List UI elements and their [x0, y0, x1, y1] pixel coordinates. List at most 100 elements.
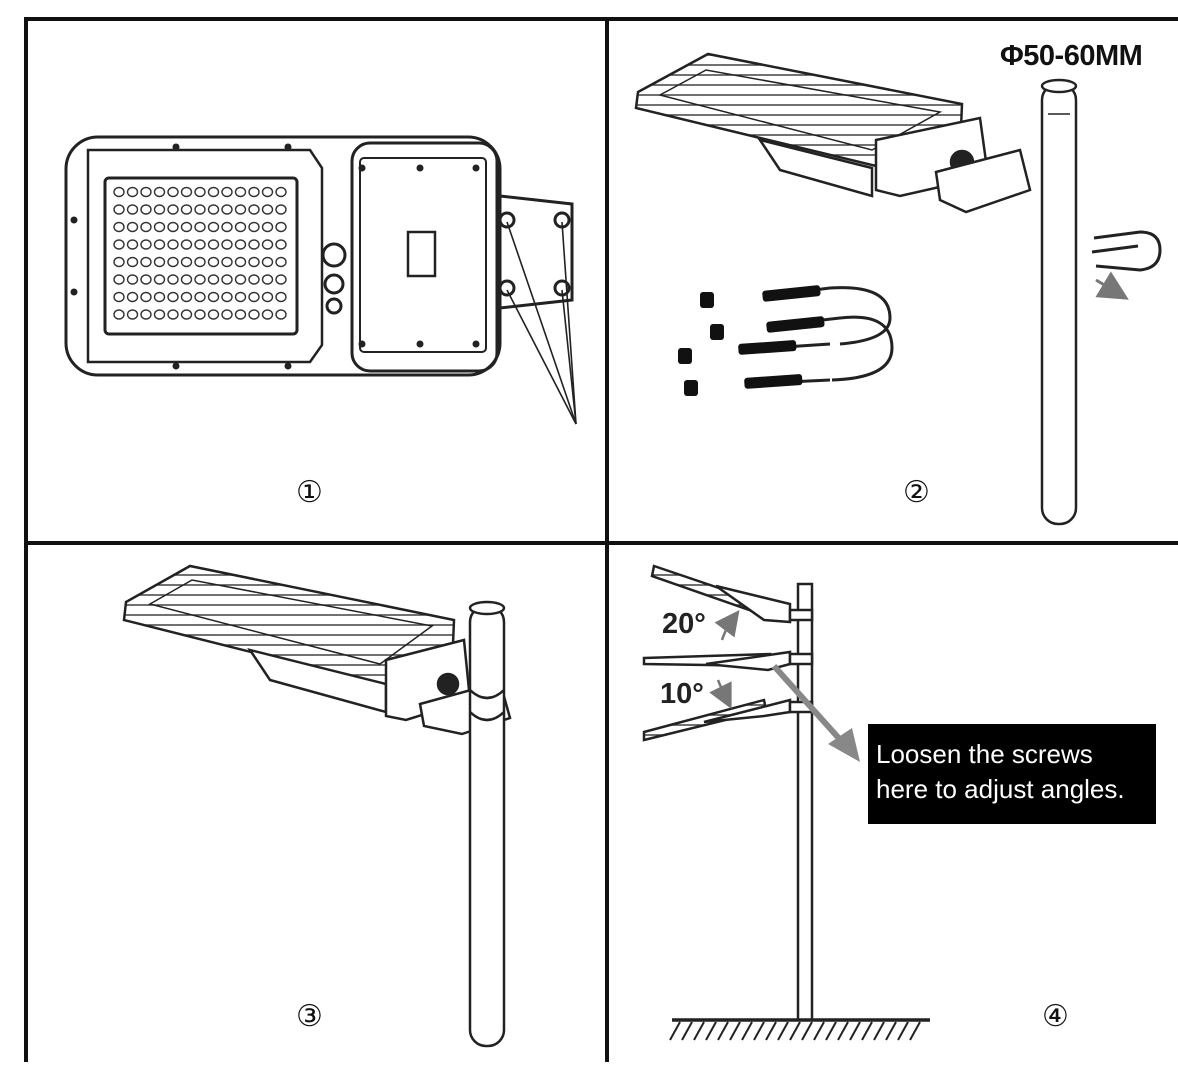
led-cell	[153, 309, 166, 320]
led-cell	[126, 239, 139, 250]
ground-hatch	[681, 1021, 693, 1041]
ground-hatch	[897, 1021, 909, 1041]
led-cell	[140, 256, 152, 268]
instruction-box: Loosen the screws here to adjust angles.	[868, 724, 1156, 824]
ground-hatch	[873, 1021, 885, 1041]
lamp-back-view	[64, 135, 577, 425]
ground-hatch	[849, 1021, 861, 1041]
led-cell	[234, 256, 247, 268]
led-cell	[207, 186, 220, 198]
led-cell	[275, 186, 287, 198]
led-cell	[140, 204, 152, 215]
panel-grid	[24, 17, 1178, 1062]
led-cell	[221, 309, 233, 320]
step-1-label: ①	[296, 475, 323, 510]
led-cell	[194, 186, 206, 198]
led-cell	[248, 256, 260, 268]
led-cell	[234, 309, 247, 320]
step-3-label: ③	[296, 999, 323, 1034]
led-cell	[167, 274, 179, 285]
led-cell	[248, 221, 260, 233]
ground-hatch	[789, 1021, 801, 1041]
ground-hatch	[825, 1021, 837, 1041]
led-cell	[153, 186, 166, 198]
led-cell	[221, 186, 233, 198]
ground-hatch	[729, 1021, 741, 1041]
ground-hatch	[705, 1021, 717, 1041]
screw-dot	[358, 340, 366, 348]
bolt-mini-inset	[1091, 230, 1162, 300]
led-cell	[194, 221, 206, 233]
led-cell	[261, 274, 274, 285]
led-cell	[234, 221, 247, 233]
led-cell	[261, 221, 274, 233]
led-cell	[126, 256, 139, 268]
angle-up-label: 20°	[662, 608, 706, 640]
led-cell	[180, 309, 193, 320]
led-cell	[153, 291, 166, 303]
led-cell	[153, 204, 166, 215]
lamp-angle-down	[642, 698, 814, 742]
led-cell	[234, 274, 247, 285]
ground-hatch	[837, 1021, 849, 1041]
led-cell	[126, 221, 139, 233]
led-cell	[167, 186, 179, 198]
instruction-line-1: Loosen the screws	[876, 739, 1093, 769]
u-bolts	[739, 286, 894, 386]
led-cell	[207, 204, 220, 215]
nuts	[678, 292, 724, 396]
ground-hatch	[693, 1021, 705, 1041]
led-cell	[140, 291, 152, 303]
led-cell	[248, 274, 260, 285]
bolt-sleeves	[738, 285, 825, 389]
instruction-line-2: here to adjust angles.	[876, 774, 1125, 804]
led-cell	[221, 239, 233, 250]
led-cell	[140, 309, 152, 320]
ground-hatch	[801, 1021, 813, 1041]
ground-hatch	[669, 1021, 681, 1041]
lamp-perspective-2	[634, 52, 1032, 214]
screw-dot	[284, 362, 292, 370]
led-cell	[194, 291, 206, 303]
led-cell	[126, 186, 139, 198]
led-cell	[207, 221, 220, 233]
led-cell	[207, 309, 220, 320]
led-cell	[275, 221, 287, 233]
led-cell	[248, 239, 260, 250]
led-cell	[140, 239, 152, 250]
ground-hatch	[885, 1021, 897, 1041]
led-cell	[153, 239, 166, 250]
led-cell	[194, 256, 206, 268]
led-cell	[275, 239, 287, 250]
led-cell	[221, 221, 233, 233]
led-cell	[126, 309, 139, 320]
led-cell	[275, 204, 287, 215]
led-cell	[207, 274, 220, 285]
led-cell	[261, 204, 274, 215]
lamp-mounted	[122, 564, 512, 736]
screw-dot	[416, 340, 424, 348]
led-cell	[194, 239, 206, 250]
led-cell	[167, 221, 179, 233]
ground-hatch	[777, 1021, 789, 1041]
led-cell	[248, 309, 260, 320]
led-cell	[248, 291, 260, 303]
ground-hatch	[717, 1021, 729, 1041]
screw-dot	[70, 288, 78, 296]
screw-dot	[416, 164, 424, 172]
step-2-label: ②	[903, 475, 930, 510]
led-cell	[234, 186, 247, 198]
led-cell	[167, 309, 179, 320]
screw-dot	[358, 164, 366, 172]
led-cell	[194, 204, 206, 215]
pole-diameter-label: Φ50-60MM	[1000, 40, 1143, 72]
led-cell	[113, 186, 125, 198]
led-cell	[261, 186, 274, 198]
led-cell	[180, 256, 193, 268]
led-cell	[126, 204, 139, 215]
screw-dot	[472, 164, 480, 172]
led-cell	[248, 186, 260, 198]
led-cell	[113, 309, 125, 320]
